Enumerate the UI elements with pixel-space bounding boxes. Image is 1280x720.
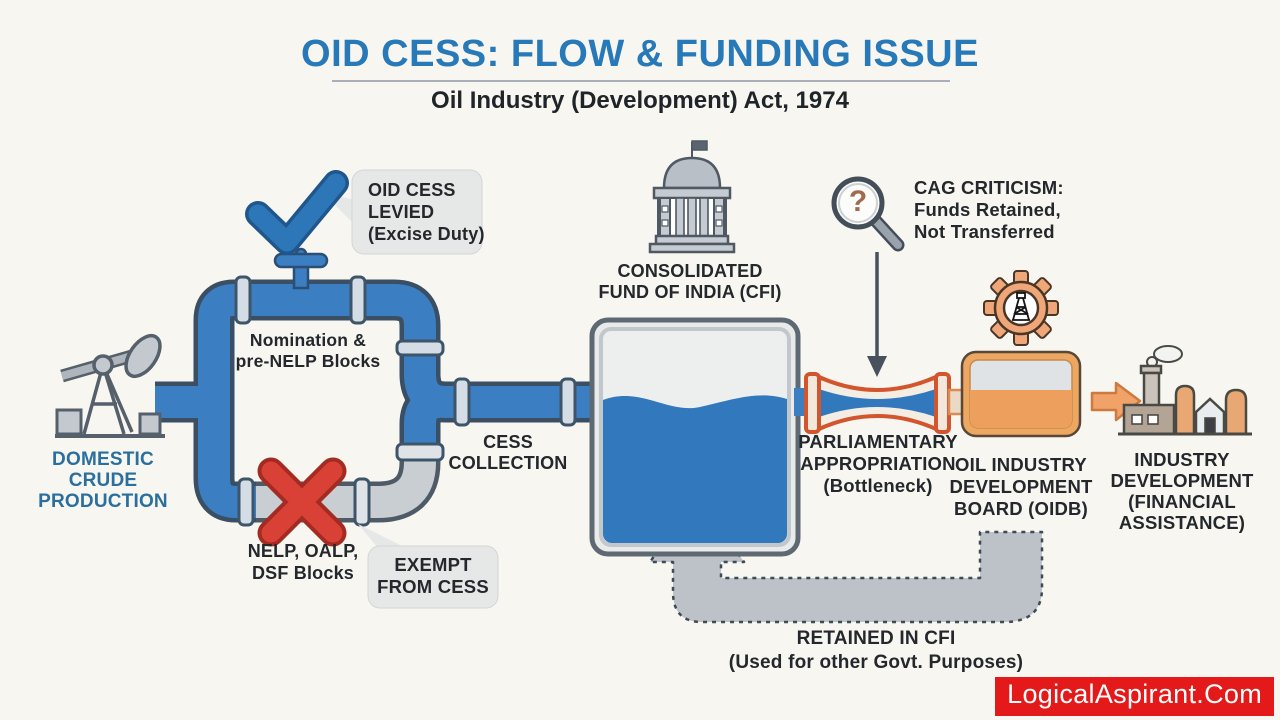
speech-bubble-exempt	[358, 524, 499, 609]
oil-pumpjack-icon	[55, 333, 165, 438]
question-mark: ?	[848, 185, 868, 218]
cag-arrow	[867, 252, 887, 377]
label-cess-collection: CESS COLLECTION	[448, 432, 568, 473]
checkmark-icon	[245, 170, 349, 255]
cross-icon	[257, 457, 347, 547]
label-cag-criticism: CAG CRITICISM: Funds Retained, Not Trans…	[914, 177, 1064, 242]
watermark-banner: LogicalAspirant.Com	[995, 677, 1274, 716]
gear-derrick-icon	[983, 270, 1059, 346]
label-consolidated-fund: CONSOLIDATED FUND OF INDIA (CFI)	[598, 261, 782, 302]
pipe-joints	[234, 275, 577, 527]
label-retained-in-cfi: RETAINED IN CFI (Used for other Govt. Pu…	[728, 628, 1024, 673]
return-arrow	[648, 492, 1044, 624]
label-oidb: OIL INDUSTRY DEVELOPMENT BOARD (OIDB)	[949, 454, 1093, 519]
label-nelp-oalp-dsf: NELP, OALP, DSF Blocks	[247, 541, 359, 583]
bottleneck-pipe	[794, 372, 967, 434]
oidb-tank	[960, 350, 1082, 438]
factory-icon	[1118, 345, 1252, 436]
magnifier-question-icon	[831, 176, 905, 252]
bubble-text-exempt-from-cess: EXEMPT FROM CESS	[377, 554, 489, 597]
pipe-exempt	[250, 441, 441, 523]
title-divider	[332, 80, 950, 82]
label-parliamentary-appropriation: PARLIAMENTARY APPROPRIATION (Bottleneck)	[798, 431, 958, 496]
label-domestic-crude-production: DOMESTIC CRUDE PRODUCTION	[38, 449, 168, 512]
label-industry-development: INDUSTRY DEVELOPMENT (FINANCIAL ASSISTAN…	[1110, 449, 1254, 533]
government-building-icon	[648, 140, 736, 254]
page-title: OID CESS: FLOW & FUNDING ISSUE	[301, 33, 979, 75]
cfi-tank	[589, 317, 801, 557]
page-subtitle: Oil Industry (Development) Act, 1974	[431, 87, 849, 114]
pipe-main	[155, 279, 600, 523]
bubble-text-oid-cess-levied: OID CESS LEVIED (Excise Duty)	[368, 180, 485, 244]
valve-icon	[273, 247, 329, 290]
label-nomination-blocks: Nomination & pre-NELP Blocks	[235, 330, 381, 371]
